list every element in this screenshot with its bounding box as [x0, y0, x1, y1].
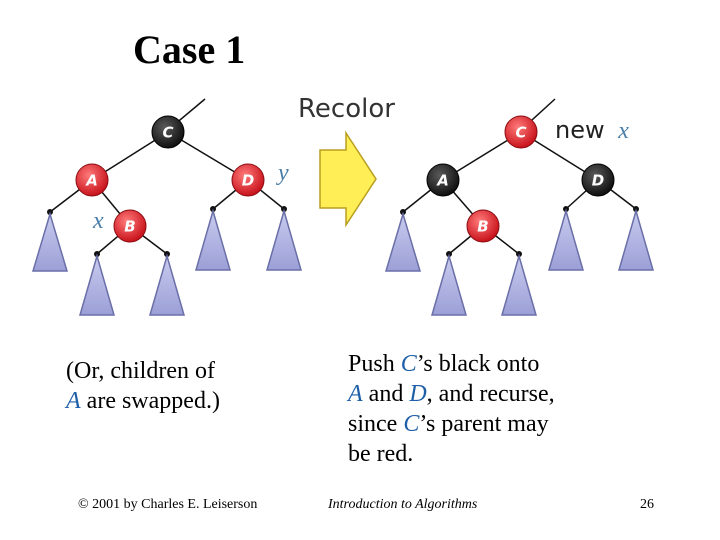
subtree: [149, 251, 185, 316]
svg-text:B: B: [124, 218, 135, 236]
before-node-d: D: [231, 163, 265, 197]
italic-variable: A: [348, 381, 363, 407]
subtree: [548, 206, 584, 271]
subtree: [501, 251, 537, 316]
italic-variable: A: [66, 388, 81, 414]
after-tree: C A D B new x: [384, 98, 654, 316]
caption-text: since: [348, 411, 404, 437]
subtree: [266, 206, 302, 271]
footer-page-number: 26: [640, 497, 654, 512]
caption-text: and: [362, 381, 410, 407]
right-arrow-icon: [319, 130, 377, 228]
footer-course-title: Introduction to Algorithms: [328, 497, 478, 512]
italic-variable: C: [403, 411, 420, 437]
before-y-label: y: [276, 160, 289, 186]
recolor-label: Recolor: [298, 94, 395, 124]
subtree: [79, 251, 115, 316]
subtree: [618, 206, 654, 271]
new-x-label: new x: [555, 116, 629, 144]
before-node-c: C: [151, 115, 185, 149]
subtree: [431, 251, 467, 316]
before-tree: C A D B x y: [31, 98, 302, 316]
caption-left: (Or, children of A are swapped.): [66, 356, 286, 416]
caption-text: ’s black onto: [416, 351, 540, 377]
subtree: [31, 209, 69, 272]
after-node-a: A: [426, 163, 460, 197]
before-x-label: x: [92, 208, 104, 234]
after-node-c: C: [504, 115, 538, 149]
svg-text:B: B: [477, 218, 488, 236]
caption-text: , and recurse,: [426, 381, 555, 407]
footer-copyright: © 2001 by Charles E. Leiserson: [78, 497, 258, 512]
after-x-label: x: [617, 118, 629, 144]
svg-text:C: C: [515, 124, 526, 142]
caption-text: ’s parent may: [419, 411, 549, 437]
before-node-b: B: [113, 209, 147, 243]
italic-variable: D: [409, 381, 427, 407]
subtree: [195, 206, 231, 271]
italic-variable: C: [400, 351, 417, 377]
svg-text:C: C: [162, 124, 173, 142]
new-word: new: [555, 116, 605, 144]
subtree: [384, 209, 422, 272]
svg-text:D: D: [592, 172, 604, 190]
svg-text:A: A: [436, 172, 449, 190]
recolor-transform: Recolor: [298, 94, 395, 228]
rb-tree-case1-diagram: C A D B x y Recolor: [31, 94, 654, 316]
caption-text: are swapped.): [80, 388, 220, 414]
caption-text: be red.: [348, 441, 414, 467]
caption-text: (Or, children of: [66, 358, 215, 384]
svg-text:D: D: [242, 172, 254, 190]
after-node-b: B: [466, 209, 500, 243]
svg-text:A: A: [85, 172, 98, 190]
caption-text: Push: [348, 351, 401, 377]
before-node-a: A: [75, 163, 109, 197]
after-node-d: D: [581, 163, 615, 197]
slide-title: Case 1: [133, 27, 246, 72]
